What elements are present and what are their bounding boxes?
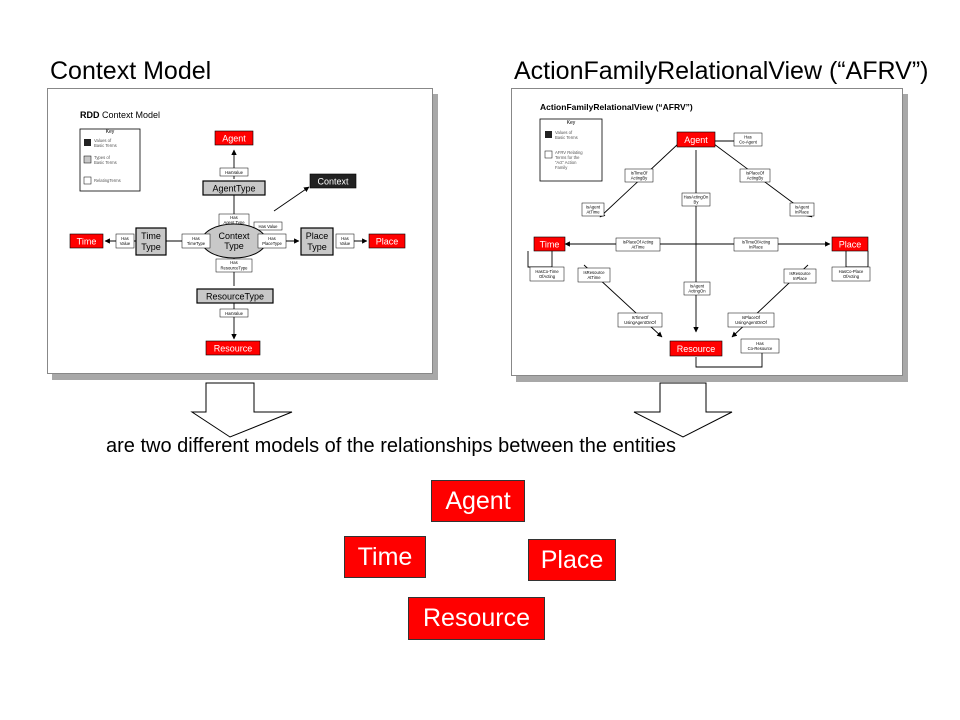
afrv-node-resource: Resource bbox=[677, 344, 716, 354]
rel-has-value-resource: HasValue bbox=[225, 311, 244, 316]
rel-has-acting-on: HasActingOn bbox=[684, 195, 709, 200]
rel-is-time-of: ActingBy bbox=[631, 176, 648, 181]
left-heading: Context Model bbox=[50, 57, 212, 85]
rel-has-time-type: TimeType bbox=[187, 241, 206, 246]
node-resource-type: ResourceType bbox=[206, 292, 264, 302]
key-title: Key bbox=[106, 129, 115, 135]
down-arrow-left bbox=[190, 382, 293, 438]
key-swatch-values bbox=[545, 131, 552, 138]
key-swatch-values bbox=[84, 139, 91, 146]
key-text: Terms for the bbox=[555, 155, 580, 160]
key-text: Types of bbox=[94, 155, 111, 160]
afrv-title: ActionFamilyRelationalView (“AFRV”) bbox=[540, 102, 693, 112]
rel-is-agent-at-time: AtTime bbox=[586, 210, 600, 215]
key-text: Values of bbox=[94, 138, 112, 143]
key-text: RelatingTerms bbox=[94, 178, 121, 183]
rel-has-value-place: Has bbox=[341, 236, 348, 241]
node-resource: Resource bbox=[214, 344, 253, 354]
rel-has-co-resource: Co-Resource bbox=[748, 346, 773, 351]
rel-has-resource-type: ResourceType bbox=[221, 266, 249, 271]
afrv-diagram: ActionFamilyRelationalView (“AFRV”) Key … bbox=[527, 102, 871, 368]
rel-is-place-of: ActingBy bbox=[747, 176, 764, 181]
node-time-type: Time bbox=[141, 231, 161, 241]
rel-resource-in-place: InPlace bbox=[793, 276, 808, 281]
entity-time: Time bbox=[344, 536, 426, 578]
key-text: Basic Terms bbox=[94, 143, 117, 148]
rel-is-agent-in-place: IsAgent bbox=[795, 205, 810, 210]
node-time-type: Type bbox=[141, 242, 161, 252]
key-text: Basic Terms bbox=[555, 135, 578, 140]
key-swatch-types bbox=[83, 155, 92, 164]
afrv-node-agent: Agent bbox=[684, 135, 708, 145]
rel-has-co-place: HasCo-Place bbox=[839, 269, 864, 274]
rel-is-place-of: IsPlaceOf bbox=[746, 171, 765, 176]
rel-time-of-using: UsingAgentOnOf bbox=[624, 320, 656, 325]
key-text: Basic Terms bbox=[94, 160, 117, 165]
rel-has-agent-type: Has bbox=[230, 215, 237, 220]
node-context: Context bbox=[317, 177, 349, 187]
key-text: “Act” Action bbox=[555, 160, 577, 165]
rel-is-agent-in-place: InPlace bbox=[795, 210, 810, 215]
entity-agent: Agent bbox=[431, 480, 525, 522]
rel-is-agent-at-time: IsAgent bbox=[586, 205, 601, 210]
node-agent: Agent bbox=[222, 134, 246, 144]
node-context-type: Type bbox=[224, 241, 244, 251]
key-text: Values of bbox=[555, 130, 573, 135]
rel-place-at-time: AtTime bbox=[631, 245, 645, 250]
context-model-panel: RDD Context Model Key Values of Basic Te… bbox=[47, 88, 433, 374]
rel-time-in-place: IsTimeOfActing bbox=[742, 240, 771, 245]
rel-has-co-time: OfActing bbox=[539, 274, 556, 279]
rel-agent-acting-on: ActingOn bbox=[688, 289, 706, 294]
caption: are two different models of the relation… bbox=[106, 435, 676, 457]
rel-place-at-time: IsPlaceOf Acting bbox=[623, 240, 654, 245]
node-place: Place bbox=[376, 237, 399, 247]
rel-has-place-type: PlaceType bbox=[262, 241, 282, 246]
rel-has-agent-type: Agent Type bbox=[223, 220, 245, 225]
rel-has-value-time: Has bbox=[121, 236, 128, 241]
entity-resource: Resource bbox=[408, 597, 545, 640]
afrv-panel: ActionFamilyRelationalView (“AFRV”) Key … bbox=[511, 88, 903, 376]
rel-resource-at-time: AtTime bbox=[587, 275, 601, 280]
context-model-title: RDD Context Model bbox=[80, 110, 160, 120]
rel-has-acting-on: By bbox=[694, 200, 700, 205]
node-time: Time bbox=[77, 237, 97, 247]
key-title: Key bbox=[567, 120, 576, 126]
rel-has-co-place: OfActing bbox=[843, 274, 860, 279]
rel-has-co-agent: Has bbox=[744, 135, 751, 140]
right-heading: ActionFamilyRelationalView (“AFRV”) bbox=[514, 57, 929, 85]
rel-place-of-using: UsingAgentOnOf bbox=[735, 320, 767, 325]
afrv-node-time: Time bbox=[540, 240, 560, 250]
rel-has-place-type: Has bbox=[268, 236, 275, 241]
rel-has-co-resource: Has bbox=[756, 341, 763, 346]
rel-is-time-of: IsTimeOf bbox=[631, 171, 649, 176]
afrv-node-place: Place bbox=[839, 240, 862, 250]
rel-agent-acting-on: IsAgent bbox=[690, 284, 705, 289]
rel-time-of-using: IsTimeOf bbox=[632, 315, 650, 320]
key-swatch-afrv bbox=[544, 150, 553, 159]
rel-time-in-place: InPlace bbox=[749, 245, 764, 250]
rel-has-co-agent: Co-Agent bbox=[739, 140, 758, 145]
rel-has-co-time: HasCo-Time bbox=[535, 269, 559, 274]
rel-has-value: HasValue bbox=[225, 170, 244, 175]
node-agent-type: AgentType bbox=[212, 184, 255, 194]
node-place-type: Place bbox=[306, 231, 329, 241]
rel-place-of-using: IsPlaceOf bbox=[742, 315, 761, 320]
key-swatch-relating bbox=[83, 176, 92, 185]
down-arrow-right bbox=[633, 382, 733, 438]
context-model-diagram: RDD Context Model Key Values of Basic Te… bbox=[69, 110, 406, 356]
rel-resource-at-time: IsResource bbox=[583, 270, 605, 275]
key-text: Family bbox=[555, 165, 568, 170]
rel-has-value-time: Value bbox=[120, 241, 131, 246]
node-context-type: Context bbox=[218, 231, 250, 241]
rel-has-value-context: Has Value bbox=[258, 224, 278, 229]
rel-has-time-type: Has bbox=[192, 236, 199, 241]
node-place-type: Type bbox=[307, 242, 327, 252]
key-text: AFRV Relating bbox=[555, 150, 583, 155]
right-key: Key Values of Basic Terms AFRV Relating … bbox=[539, 118, 603, 182]
entity-place: Place bbox=[528, 539, 616, 581]
left-key: Key Values of Basic Terms Types of Basic… bbox=[79, 128, 141, 192]
rel-has-value-place: Value bbox=[340, 241, 351, 246]
rel-has-resource-type: Has bbox=[230, 260, 237, 265]
rel-resource-in-place: IsResource bbox=[789, 271, 811, 276]
